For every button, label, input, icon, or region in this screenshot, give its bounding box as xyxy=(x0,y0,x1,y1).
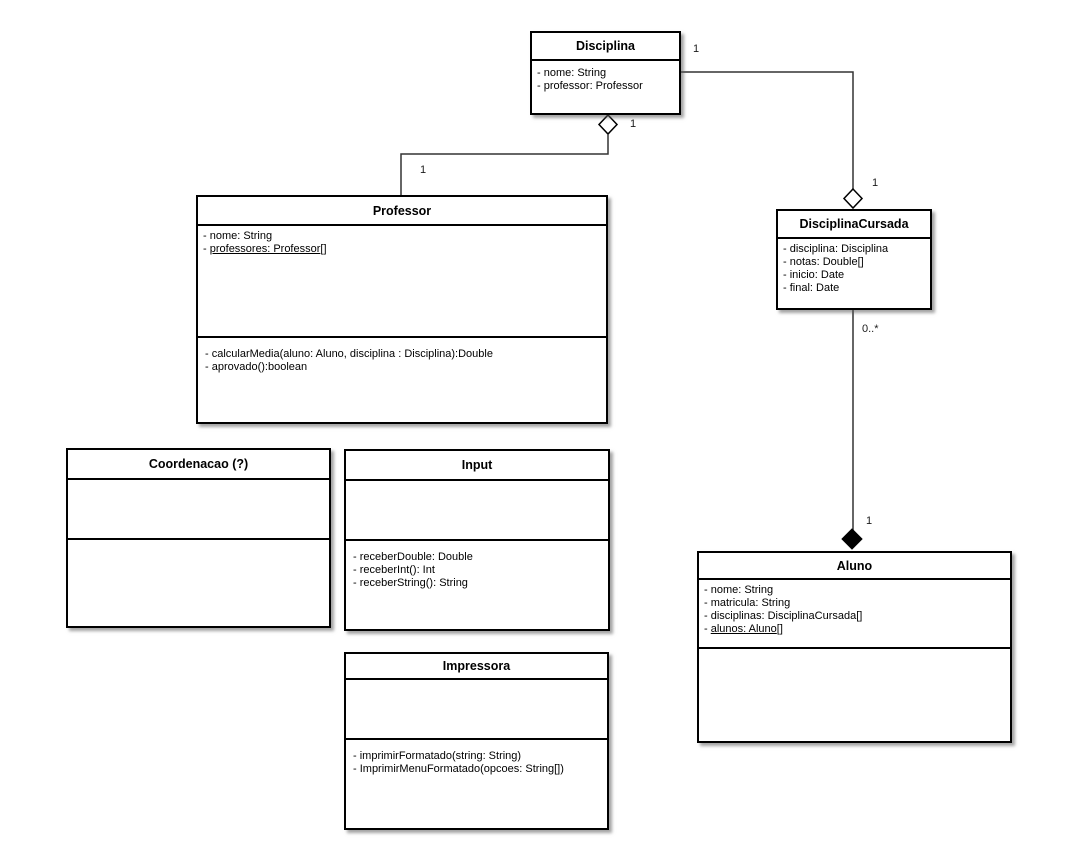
class-disciplina-attributes: - nome: String - professor: Professor xyxy=(532,61,679,95)
class-aluno-title: Aluno xyxy=(699,553,1010,580)
class-impressora-title: Impressora xyxy=(346,654,607,680)
class-coordenacao-attributes xyxy=(68,480,329,540)
aggregation-diamond-disciplinacursada[interactable] xyxy=(842,187,864,210)
connector-disciplina-professor[interactable] xyxy=(400,134,609,195)
attribute: - nome: String xyxy=(203,230,273,242)
method: - aprovado():boolean xyxy=(205,361,308,373)
class-input[interactable]: Input - receberDouble: Double - receberI… xyxy=(344,449,610,631)
attribute-static: - professores: Professor[] xyxy=(203,243,327,255)
method: - receberString(): String xyxy=(353,577,468,589)
class-input-title: Input xyxy=(346,451,608,481)
class-impressora[interactable]: Impressora - imprimirFormatado(string: S… xyxy=(344,652,609,830)
method: - ImprimirMenuFormatado(opcoes: String[]… xyxy=(353,763,564,775)
attribute: - matricula: String xyxy=(704,597,791,609)
multiplicity-cursada-bottom: 0..* xyxy=(862,323,879,335)
class-coordenacao[interactable]: Coordenacao (?) xyxy=(66,448,331,628)
class-coordenacao-title: Coordenacao (?) xyxy=(68,450,329,480)
class-disciplinacursada[interactable]: DisciplinaCursada - disciplina: Discipli… xyxy=(776,209,932,310)
class-aluno[interactable]: Aluno - nome: String - matricula: String… xyxy=(697,551,1012,743)
attribute: - nome: String xyxy=(537,67,607,79)
class-input-attributes xyxy=(346,481,608,541)
method: - imprimirFormatado(string: String) xyxy=(353,750,522,762)
class-impressora-methods: - imprimirFormatado(string: String) - Im… xyxy=(346,740,607,828)
class-disciplinacursada-title: DisciplinaCursada xyxy=(778,211,930,239)
aggregation-diamond-disciplina[interactable] xyxy=(597,113,619,136)
connector-disciplina-disciplinacursada[interactable] xyxy=(681,71,854,190)
multiplicity-disciplina-bottom: 1 xyxy=(630,118,637,130)
method: - calcularMedia(aluno: Aluno, disciplina… xyxy=(205,348,493,360)
class-aluno-methods xyxy=(699,649,1010,741)
attribute: - final: Date xyxy=(783,282,840,294)
class-professor-attributes: - nome: String - professores: Professor[… xyxy=(198,226,606,338)
multiplicity-aluno-top: 1 xyxy=(866,515,873,527)
attribute-static: - alunos: Aluno[] xyxy=(704,623,783,635)
class-disciplina[interactable]: Disciplina - nome: String - professor: P… xyxy=(530,31,681,115)
multiplicity-cursada-top: 1 xyxy=(872,177,879,189)
attribute: - disciplina: Disciplina xyxy=(783,243,889,255)
class-aluno-attributes: - nome: String - matricula: String - dis… xyxy=(699,580,1010,649)
class-coordenacao-methods xyxy=(68,540,329,626)
multiplicity-disciplina-right: 1 xyxy=(693,43,700,55)
attribute: - disciplinas: DisciplinaCursada[] xyxy=(704,610,863,622)
class-disciplina-title: Disciplina xyxy=(532,33,679,61)
attribute: - professor: Professor xyxy=(537,80,643,92)
class-professor-title: Professor xyxy=(198,197,606,226)
composition-diamond-aluno[interactable] xyxy=(841,528,863,550)
attribute: - inicio: Date xyxy=(783,269,845,281)
class-disciplinacursada-attributes: - disciplina: Disciplina - notas: Double… xyxy=(778,239,930,297)
method: - receberInt(): Int xyxy=(353,564,435,576)
attribute: - nome: String xyxy=(704,584,774,596)
class-input-methods: - receberDouble: Double - receberInt(): … xyxy=(346,541,608,629)
class-professor[interactable]: Professor - nome: String - professores: … xyxy=(196,195,608,424)
method: - receberDouble: Double xyxy=(353,551,473,563)
class-professor-methods: - calcularMedia(aluno: Aluno, disciplina… xyxy=(198,338,606,422)
attribute: - notas: Double[] xyxy=(783,256,864,268)
multiplicity-professor-top: 1 xyxy=(420,164,427,176)
class-impressora-attributes xyxy=(346,680,607,740)
